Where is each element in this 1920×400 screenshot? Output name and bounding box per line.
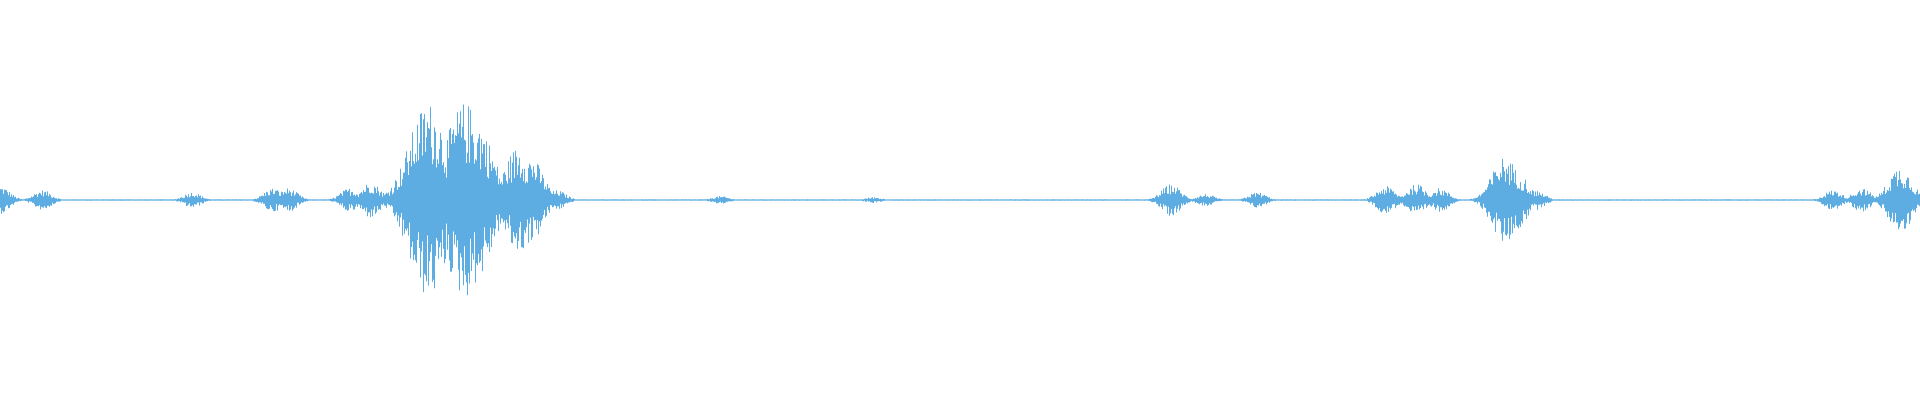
waveform-trace bbox=[0, 104, 1920, 296]
waveform-samples bbox=[0, 104, 1920, 296]
